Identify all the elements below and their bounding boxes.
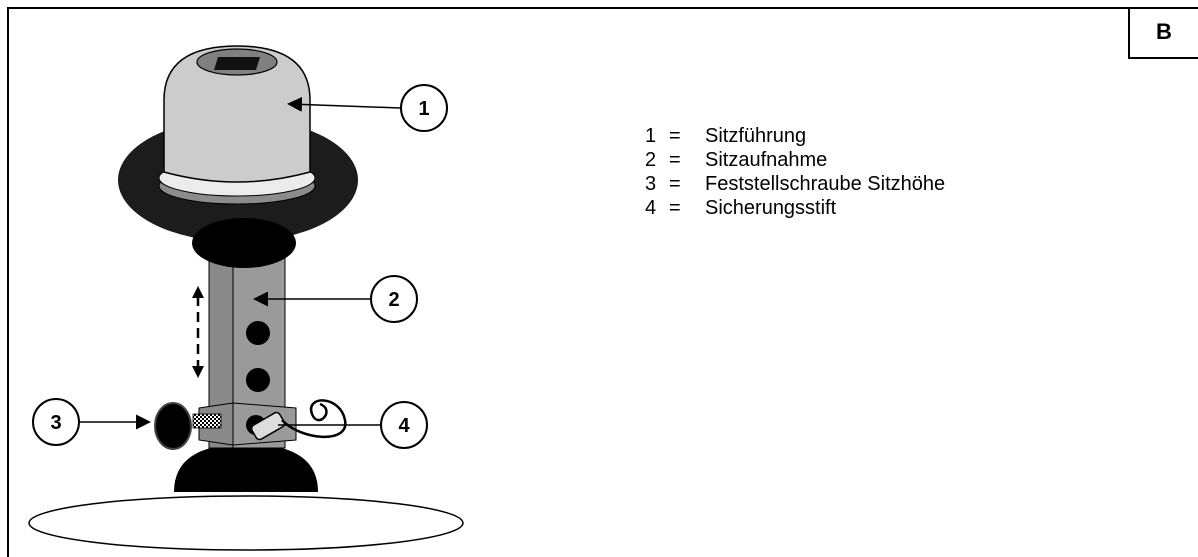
- legend-equals: =: [669, 149, 681, 171]
- height-arrow-up: [192, 286, 204, 298]
- parts-legend: 1 = Sitzführung 2 = Sitzaufnahme 3 = Fes…: [645, 124, 945, 220]
- legend-text: Sitzaufnahme: [705, 149, 828, 171]
- legend-num: 4: [645, 197, 657, 219]
- callout-line-1: [287, 96, 401, 112]
- height-arrow-down: [192, 366, 204, 378]
- callout-circle-4: [380, 401, 428, 449]
- flange-inner: [192, 218, 296, 268]
- legend-row-3: 3 = Feststellschraube Sitzhöhe: [645, 172, 945, 196]
- callout-4: 4: [398, 415, 410, 437]
- legend-row-4: 4 = Sicherungsstift: [645, 196, 945, 220]
- callout-circle-1: [400, 84, 448, 132]
- legend-row-2: 2 = Sitzaufnahme: [645, 148, 945, 172]
- legend-text: Feststellschraube Sitzhöhe: [705, 173, 946, 195]
- callout-circle-3: [32, 398, 80, 446]
- legend-equals: =: [669, 173, 681, 195]
- callout-1: 1: [418, 98, 429, 120]
- screw-knob: [154, 402, 192, 450]
- callout-circle-2: [370, 275, 418, 323]
- legend-text: Sitzführung: [705, 125, 807, 147]
- callout-3: 3: [50, 412, 61, 434]
- screw-thread: [192, 413, 222, 429]
- dome-top-square: [214, 57, 260, 70]
- post-hole-2: [246, 368, 270, 392]
- legend-text: Sicherungsstift: [705, 197, 837, 219]
- seat-guide-dome: [163, 45, 311, 183]
- base-foot: [174, 444, 318, 492]
- callout-2: 2: [388, 289, 399, 311]
- floor-plate: [28, 495, 464, 551]
- safety-pin-body: [250, 411, 286, 441]
- legend-equals: =: [669, 125, 681, 147]
- post-hole-1: [246, 321, 270, 345]
- safety-pin-loop: [281, 399, 347, 439]
- legend-row-1: 1 = Sitzführung: [645, 124, 945, 148]
- diagram-frame: [7, 7, 1198, 557]
- legend-num: 1: [645, 125, 657, 147]
- section-label: B: [1128, 7, 1198, 59]
- legend-num: 2: [645, 149, 657, 171]
- legend-num: 3: [645, 173, 657, 195]
- legend-equals: =: [669, 197, 681, 219]
